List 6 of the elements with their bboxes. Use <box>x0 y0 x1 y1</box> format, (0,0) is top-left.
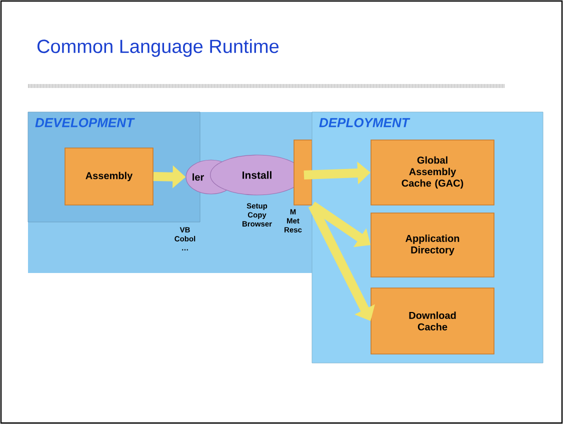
process-box: Application Directory <box>370 212 494 278</box>
process-box: Download Cache <box>370 288 494 354</box>
process-box: Global Assembly Cache (GAC) <box>370 140 494 206</box>
title: Common Language Runtime <box>38 39 279 57</box>
process-box <box>294 140 312 206</box>
process-box: Assembly <box>64 148 154 206</box>
